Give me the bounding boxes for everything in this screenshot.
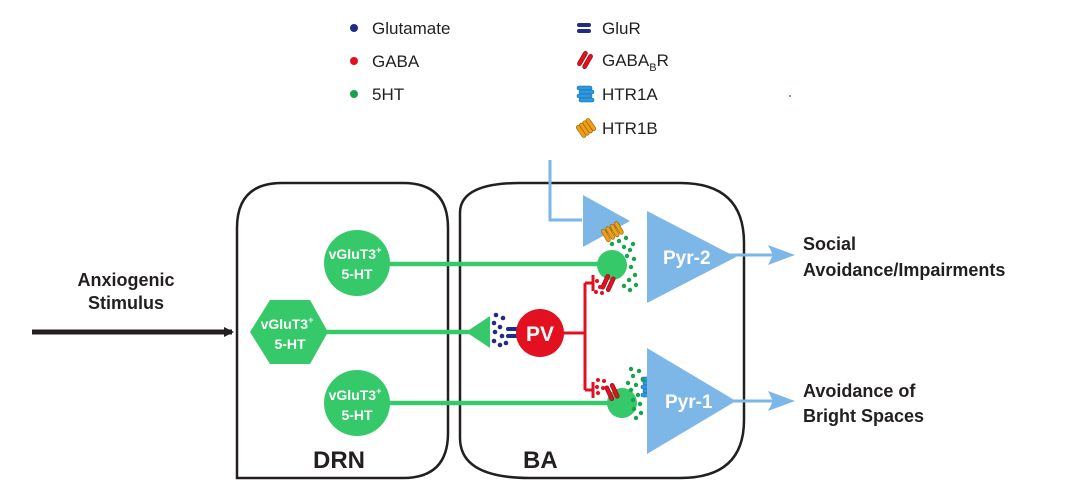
pyr2-output-arrow [730, 245, 795, 265]
pv-axon-branches [562, 275, 595, 398]
drn-cell-top: vGluT3+ 5-HT [324, 230, 390, 296]
external-input-pathway [548, 160, 582, 222]
svg-text:vGluT3+: vGluT3+ [329, 245, 382, 262]
gabab-receptor-bottom [604, 382, 620, 402]
svg-text:5-HT: 5-HT [274, 336, 306, 352]
legend-item-glur: GluR [577, 19, 641, 38]
input-terminal [583, 195, 630, 247]
gabab-receptor-icon [577, 51, 593, 69]
drn-region-label: DRN [313, 447, 365, 474]
pv-interneuron [516, 309, 564, 357]
pyr1-outcome-line2: Bright Spaces [803, 406, 924, 426]
gaba-vesicles-bottom [595, 378, 606, 395]
legend-item-gaba: GABA [350, 52, 420, 71]
pyr2-outcome-line1: Social [803, 234, 856, 254]
svg-text:vGluT3+: vGluT3+ [261, 315, 314, 332]
pv-label: PV [526, 323, 554, 346]
glur-receptor [506, 327, 518, 338]
legend-label: HTR1B [602, 119, 658, 138]
drn-region [235, 181, 450, 480]
htr1b-receptor [601, 221, 624, 243]
pyr1-neuron [647, 348, 736, 454]
pyr2-neuron [647, 211, 736, 303]
serotonin-vesicles-bottom [625, 366, 646, 421]
pyr1-output-arrow [730, 391, 795, 411]
pyr1-outcome-line1: Avoidance of [803, 381, 916, 401]
pyr1-label: Pyr-1 [665, 392, 713, 413]
ba-region [458, 181, 746, 480]
drn-cell-bottom: vGluT3+ 5-HT [324, 370, 390, 436]
legend: Glutamate GABA 5HT GluR GABABR [350, 19, 791, 138]
svg-text:vGluT3+: vGluT3+ [329, 386, 382, 403]
glutamate-dot-icon [350, 24, 358, 32]
serotonin-dot-icon [350, 90, 358, 98]
drn-cell-hexagon: vGluT3+ 5-HT [250, 300, 328, 364]
htr1a-receptor-icon [576, 85, 595, 103]
glutamate-vesicles [491, 312, 509, 348]
legend-item-htr1b: HTR1B [575, 118, 658, 138]
glur-receptor-icon [577, 23, 591, 33]
serotonin-terminal-top [597, 250, 627, 280]
htr1b-receptor-icon [575, 118, 597, 138]
gabab-receptor-top [600, 273, 616, 293]
pyr2-label: Pyr-2 [663, 248, 711, 269]
legend-item-gabab: GABABR [577, 51, 669, 74]
legend-item-glutamate: Glutamate [350, 19, 450, 38]
serotonin-terminal-bottom [607, 388, 637, 418]
legend-label: GluR [602, 19, 641, 38]
pyr2-outcome-line2: Avoidance/Impairments [803, 260, 1005, 280]
stray-dot [789, 95, 791, 97]
glutamate-terminal [466, 316, 490, 348]
legend-label: HTR1A [602, 85, 658, 104]
svg-text:5-HT: 5-HT [341, 407, 373, 423]
svg-text:5-HT: 5-HT [341, 266, 373, 282]
stimulus-label-line1: Anxiogenic [77, 270, 174, 290]
ba-region-label: BA [523, 447, 558, 474]
gaba-dot-icon [350, 57, 358, 65]
legend-label: GABABR [602, 51, 669, 74]
gaba-vesicles-top [594, 279, 604, 295]
legend-item-5ht: 5HT [350, 85, 404, 104]
legend-label: GABA [372, 52, 420, 71]
serotonin-vesicles-top [609, 235, 639, 293]
stimulus-label-line2: Stimulus [88, 293, 164, 313]
legend-label: 5HT [372, 85, 404, 104]
legend-label: Glutamate [372, 19, 450, 38]
legend-item-htr1a: HTR1A [576, 85, 658, 104]
